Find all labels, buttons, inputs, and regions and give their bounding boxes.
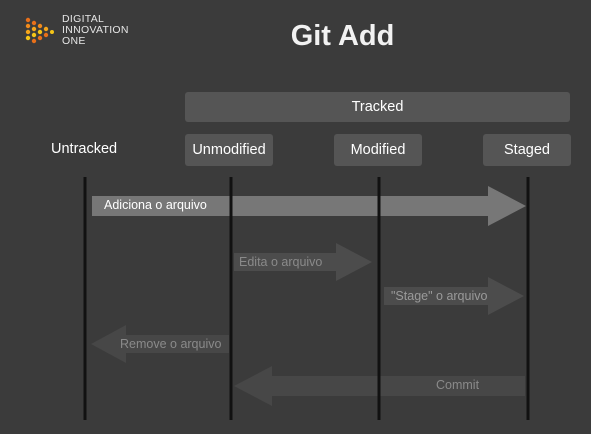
unmodified-label: Unmodified	[192, 142, 266, 158]
edit-arrow	[234, 243, 372, 281]
logo-mark-icon	[25, 17, 54, 44]
remove-arrow	[91, 325, 229, 363]
commit-transition-label: Commit	[436, 378, 480, 392]
unmodified-state-box: Unmodified	[185, 134, 273, 166]
add-arrow	[92, 186, 526, 226]
stage-arrow	[384, 277, 524, 315]
add-transition-label: Adiciona o arquivo	[104, 198, 207, 212]
staged-state-box: Staged	[483, 134, 571, 166]
modified-state-box: Modified	[334, 134, 422, 166]
remove-transition-label: Remove o arquivo	[120, 337, 222, 351]
tracked-label: Tracked	[351, 99, 404, 115]
stage-transition-label: "Stage" o arquivo	[391, 289, 488, 303]
tracked-group-box: Tracked	[185, 92, 570, 122]
page-title: Git Add	[290, 20, 395, 52]
edit-transition-label: Edita o arquivo	[239, 255, 323, 269]
modified-label: Modified	[350, 142, 406, 158]
logo-text: DIGITAL INNOVATION ONE	[62, 13, 129, 47]
logo: DIGITAL INNOVATION ONE	[24, 14, 144, 50]
untracked-state-label: Untracked	[51, 141, 118, 157]
staged-label: Staged	[504, 142, 550, 158]
